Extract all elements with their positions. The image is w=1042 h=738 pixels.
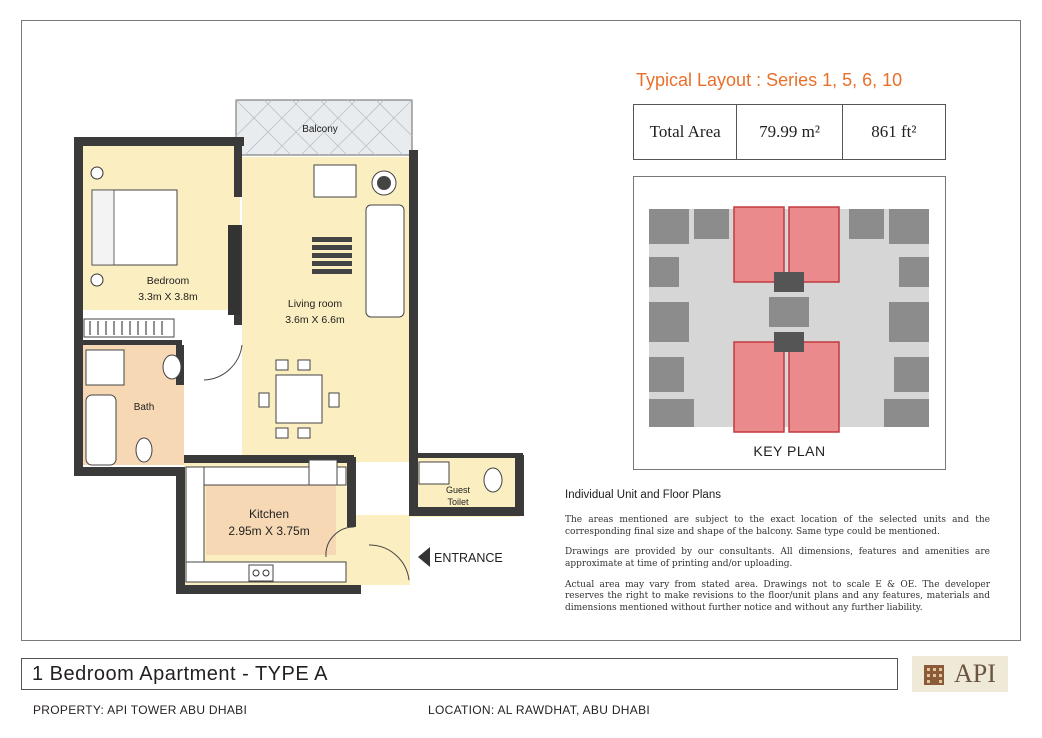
entrance-label: ENTRANCE — [434, 551, 503, 565]
living-room-label: Living room — [288, 298, 343, 310]
key-plan: KEY PLAN — [633, 176, 946, 470]
key-plan-drawing — [649, 206, 929, 433]
key-plan-label: KEY PLAN — [753, 443, 826, 459]
total-area-label: Total Area — [634, 105, 738, 159]
notes-heading: Individual Unit and Floor Plans — [565, 489, 721, 501]
balcony-label: Balcony — [302, 124, 338, 135]
logo-text: API — [954, 659, 996, 688]
notes-paragraph-1: The areas mentioned are subject to the e… — [565, 514, 990, 537]
page-frame — [21, 20, 1021, 641]
area-sqm: 79.99 m² — [737, 105, 843, 159]
notes-paragraph-2: Drawings are provided by our consultants… — [565, 547, 990, 569]
bath-label: Bath — [134, 402, 155, 413]
living-room-size: 3.6m X 6.6m — [285, 314, 345, 326]
guest-toilet-label-line2: Toilet — [447, 497, 469, 507]
building-icon — [924, 665, 944, 685]
notes-paragraph-3: Actual area may vary from stated area. D… — [565, 579, 990, 614]
notes-block: Individual Unit and Floor Plans The area… — [565, 488, 990, 624]
guest-toilet-label-line1: Guest — [446, 485, 471, 495]
entrance-arrow-icon — [418, 547, 430, 567]
bedroom-size: 3.3m X 3.8m — [138, 291, 198, 303]
location-line: LOCATION: AL RAWDHAT, ABU DHABI — [428, 703, 651, 717]
layout-title: Typical Layout : Series 1, 5, 6, 10 — [636, 70, 903, 90]
bedroom-label: Bedroom — [147, 275, 190, 287]
area-sqft: 861 ft² — [871, 122, 917, 141]
area-table: Total Area 79.99 m² 861 ft² — [633, 104, 946, 160]
apartment-type-title: 1 Bedroom Apartment - TYPE A — [21, 658, 898, 690]
kitchen-label: Kitchen — [249, 507, 289, 521]
kitchen-size: 2.95m X 3.75m — [228, 524, 309, 538]
property-line: PROPERTY: API TOWER ABU DHABI — [33, 703, 248, 717]
floor-plan: Balcony Bedroom 3.3m X 3.8m Living room … — [74, 99, 524, 594]
api-logo: API — [912, 656, 1008, 692]
